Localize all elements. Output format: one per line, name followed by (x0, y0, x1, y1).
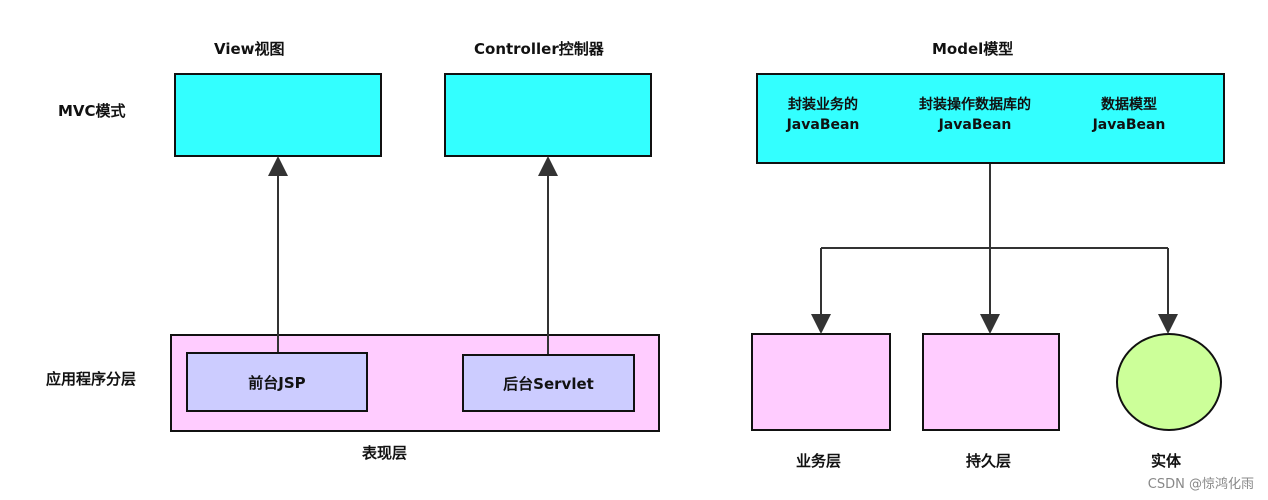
entity-circle (1116, 333, 1222, 431)
presentation-layer-caption: 表现层 (362, 444, 408, 462)
jsp-label: 前台JSP (248, 373, 306, 392)
watermark: CSDN @惊鸿化雨 (1147, 477, 1254, 492)
view-column-title: View视图 (214, 40, 285, 58)
servlet-box: 后台Servlet (462, 354, 635, 412)
view-box (174, 73, 382, 157)
model-box (756, 73, 1225, 164)
persistence-layer-caption: 持久层 (966, 452, 1012, 470)
entity-caption: 实体 (1151, 452, 1182, 470)
business-layer-box (751, 333, 891, 431)
persistence-layer-box (922, 333, 1060, 431)
app-layer-row-label: 应用程序分层 (46, 370, 137, 388)
model-branch-line (821, 164, 1168, 249)
business-layer-caption: 业务层 (796, 452, 842, 470)
jsp-box: 前台JSP (186, 352, 368, 412)
mvc-row-label: MVC模式 (58, 102, 126, 120)
controller-column-title: Controller控制器 (474, 40, 604, 58)
servlet-label: 后台Servlet (503, 374, 594, 393)
model-column-title: Model模型 (932, 40, 1014, 58)
